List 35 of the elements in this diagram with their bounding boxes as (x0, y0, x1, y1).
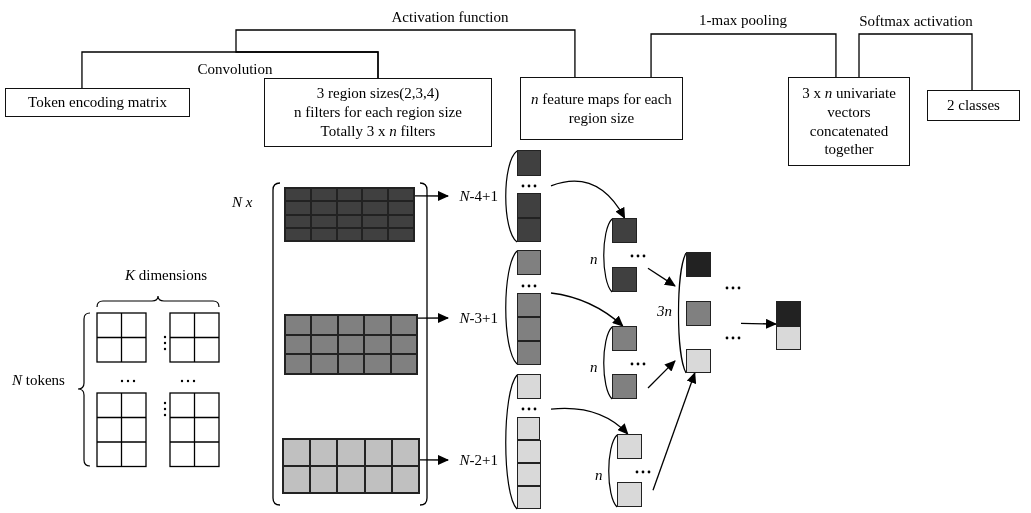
size-label: N-2+1 (448, 450, 498, 470)
arrow (550, 407, 629, 435)
arrow (414, 190, 449, 201)
size-label: N-4+1 (448, 186, 498, 206)
connector-line (235, 29, 576, 79)
arrow (740, 318, 777, 329)
arrow (550, 180, 626, 219)
size-label: N-3+1 (448, 308, 498, 328)
arrow (647, 267, 676, 287)
arrow (417, 313, 449, 323)
process-box: 2 classes (927, 90, 1020, 121)
connector-line (858, 33, 973, 91)
pooled-feature-column (612, 218, 648, 292)
output-vector (776, 301, 801, 350)
connector-line (650, 33, 837, 78)
filter-matrix (284, 187, 415, 242)
count-label: n (590, 358, 598, 376)
axis-label: N tokens (12, 371, 65, 389)
process-box: Token encoding matrix (5, 88, 190, 117)
count-label: n (590, 250, 598, 268)
filter-matrix (282, 438, 420, 494)
pooled-feature-column (617, 434, 653, 507)
process-box: n feature maps for each region size (520, 77, 683, 140)
process-box: 3 x n univariate vectors concatenated together (788, 77, 910, 166)
process-box: 3 region sizes(2,3,4) n filters for each region size Totally 3 x n filters (264, 78, 492, 147)
count-label: 3n (657, 302, 672, 320)
arrow (419, 454, 449, 465)
arrow (550, 292, 624, 327)
arrow (647, 360, 676, 389)
axis-label: N x (232, 193, 253, 211)
count-label: n (595, 466, 603, 484)
axis-label: K dimensions (125, 266, 208, 284)
filter-matrix (284, 314, 418, 375)
arrow (652, 372, 697, 491)
pooled-feature-column (612, 326, 648, 399)
